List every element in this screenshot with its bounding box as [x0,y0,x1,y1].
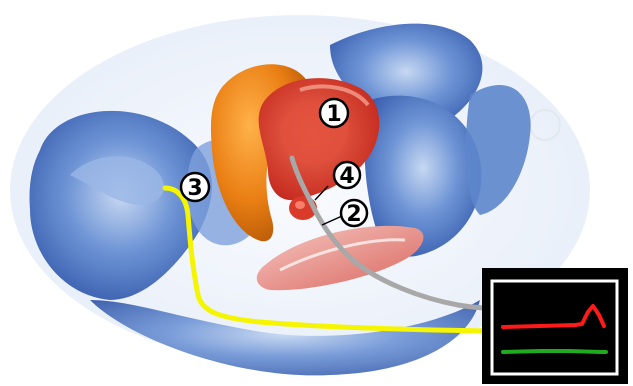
label-number-4: 4 [339,164,354,189]
monitor-trace-green [503,351,606,352]
label-number-3: 3 [187,176,202,201]
label-marker-3: 3 [181,173,209,201]
label-number-2: 2 [346,202,361,227]
label-number-1: 1 [326,102,341,127]
label-marker-1: 1 [320,99,348,127]
red-nodule-highlight [295,201,305,209]
label-marker-4: 4 [334,162,360,189]
label-marker-2: 2 [341,200,367,227]
monitor-icon [482,268,628,384]
